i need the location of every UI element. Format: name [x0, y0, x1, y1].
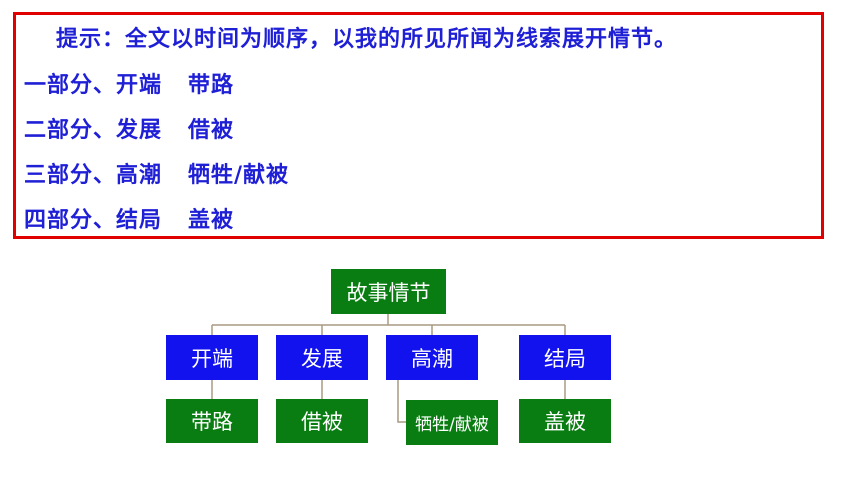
- hint-part-1-label: 一部分、开端: [24, 72, 163, 98]
- hint-part-2-label: 二部分、发展: [24, 117, 163, 143]
- hint-part-3-label: 三部分、高潮: [24, 162, 163, 188]
- hint-part-4: 四部分、结局盖被: [24, 206, 234, 234]
- hint-part-3: 三部分、高潮牺牲/献被: [24, 161, 289, 189]
- hint-part-1-item: 带路: [188, 72, 235, 98]
- event-node-3: 牺牲/献被: [406, 400, 498, 445]
- hint-part-2-item: 借被: [188, 117, 235, 143]
- event-node-4: 盖被: [519, 399, 611, 443]
- hint-part-2: 二部分、发展借被: [24, 116, 234, 144]
- hint-part-4-item: 盖被: [188, 207, 235, 233]
- hint-intro: 提示：全文以时间为顺序，以我的所见所闻为线索展开情节。: [56, 26, 678, 52]
- stage-node-4: 结局: [519, 335, 611, 380]
- hint-box: 提示：全文以时间为顺序，以我的所见所闻为线索展开情节。 一部分、开端带路 二部分…: [13, 12, 824, 239]
- event-node-2: 借被: [276, 399, 368, 443]
- stage-node-1: 开端: [166, 335, 258, 380]
- stage-node-2: 发展: [276, 335, 368, 380]
- hint-part-1: 一部分、开端带路: [24, 71, 234, 99]
- event-3-connector: [397, 380, 406, 423]
- diagram-root-node: 故事情节: [331, 269, 446, 314]
- event-node-1: 带路: [166, 399, 258, 443]
- hint-part-4-label: 四部分、结局: [24, 207, 163, 233]
- hint-part-3-item: 牺牲/献被: [188, 162, 290, 188]
- stage-node-3: 高潮: [386, 335, 478, 380]
